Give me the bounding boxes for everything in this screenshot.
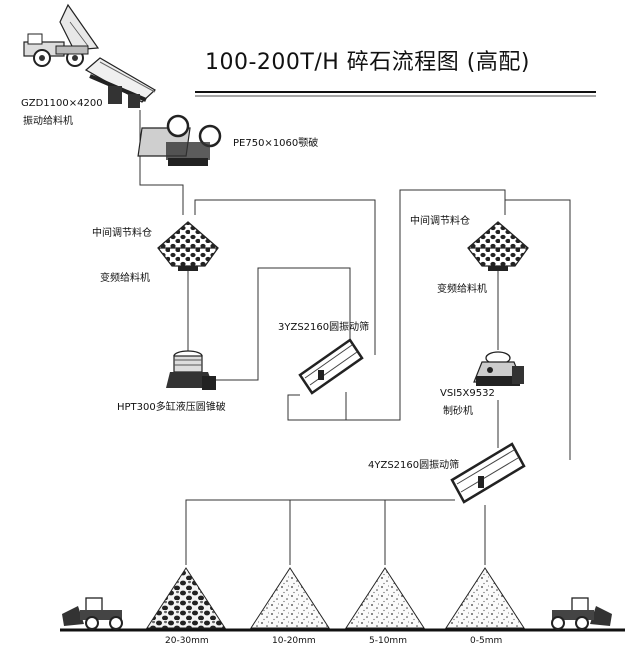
vfd-feeder-right-label: 变频给料机: [437, 284, 487, 295]
product-size-label: 20-30mm: [165, 636, 209, 646]
jaw-crusher-icon: [137, 114, 222, 166]
flow-lines: [139, 110, 571, 565]
screen-3yzs-label: 3YZS2160圆振动筛: [278, 322, 370, 333]
screen-4yzs-icon: [450, 442, 526, 504]
bin-left-icon: [157, 221, 219, 271]
sand-maker-icon: [473, 351, 524, 386]
sand-maker-model-label: VSI5X9532: [440, 388, 495, 399]
title-underline: [195, 91, 596, 97]
dump-truck-icon: [23, 3, 100, 67]
bin-right-icon: [467, 221, 529, 271]
vfd-feeder-left-label: 变频给料机: [100, 273, 150, 284]
cone-crusher-label: HPT300多缸液压圆锥破: [117, 402, 226, 413]
jaw-crusher-label: PE750×1060颚破: [233, 138, 319, 149]
loader-left-icon: [62, 597, 123, 630]
product-size-label: 5-10mm: [369, 636, 407, 646]
page-title: 100-200T/H 碎石流程图 (高配): [205, 50, 530, 75]
screen-4yzs-label: 4YZS2160圆振动筛: [368, 460, 460, 471]
vibrating-feeder-icon: [84, 57, 157, 108]
loader-right-icon: [551, 597, 612, 630]
cone-crusher-icon: [166, 350, 216, 390]
feeder-name-label: 振动给料机: [23, 116, 73, 127]
stockpile-icon: [146, 567, 525, 629]
product-size-label: 10-20mm: [272, 636, 316, 646]
product-size-label: 0-5mm: [470, 636, 503, 646]
screen-3yzs-icon: [298, 338, 364, 395]
bin-left-label: 中间调节料仓: [92, 228, 152, 239]
bin-right-label: 中间调节料仓: [410, 216, 470, 227]
sand-maker-name-label: 制砂机: [443, 406, 473, 417]
feeder-model-label: GZD1100×4200: [21, 98, 103, 109]
